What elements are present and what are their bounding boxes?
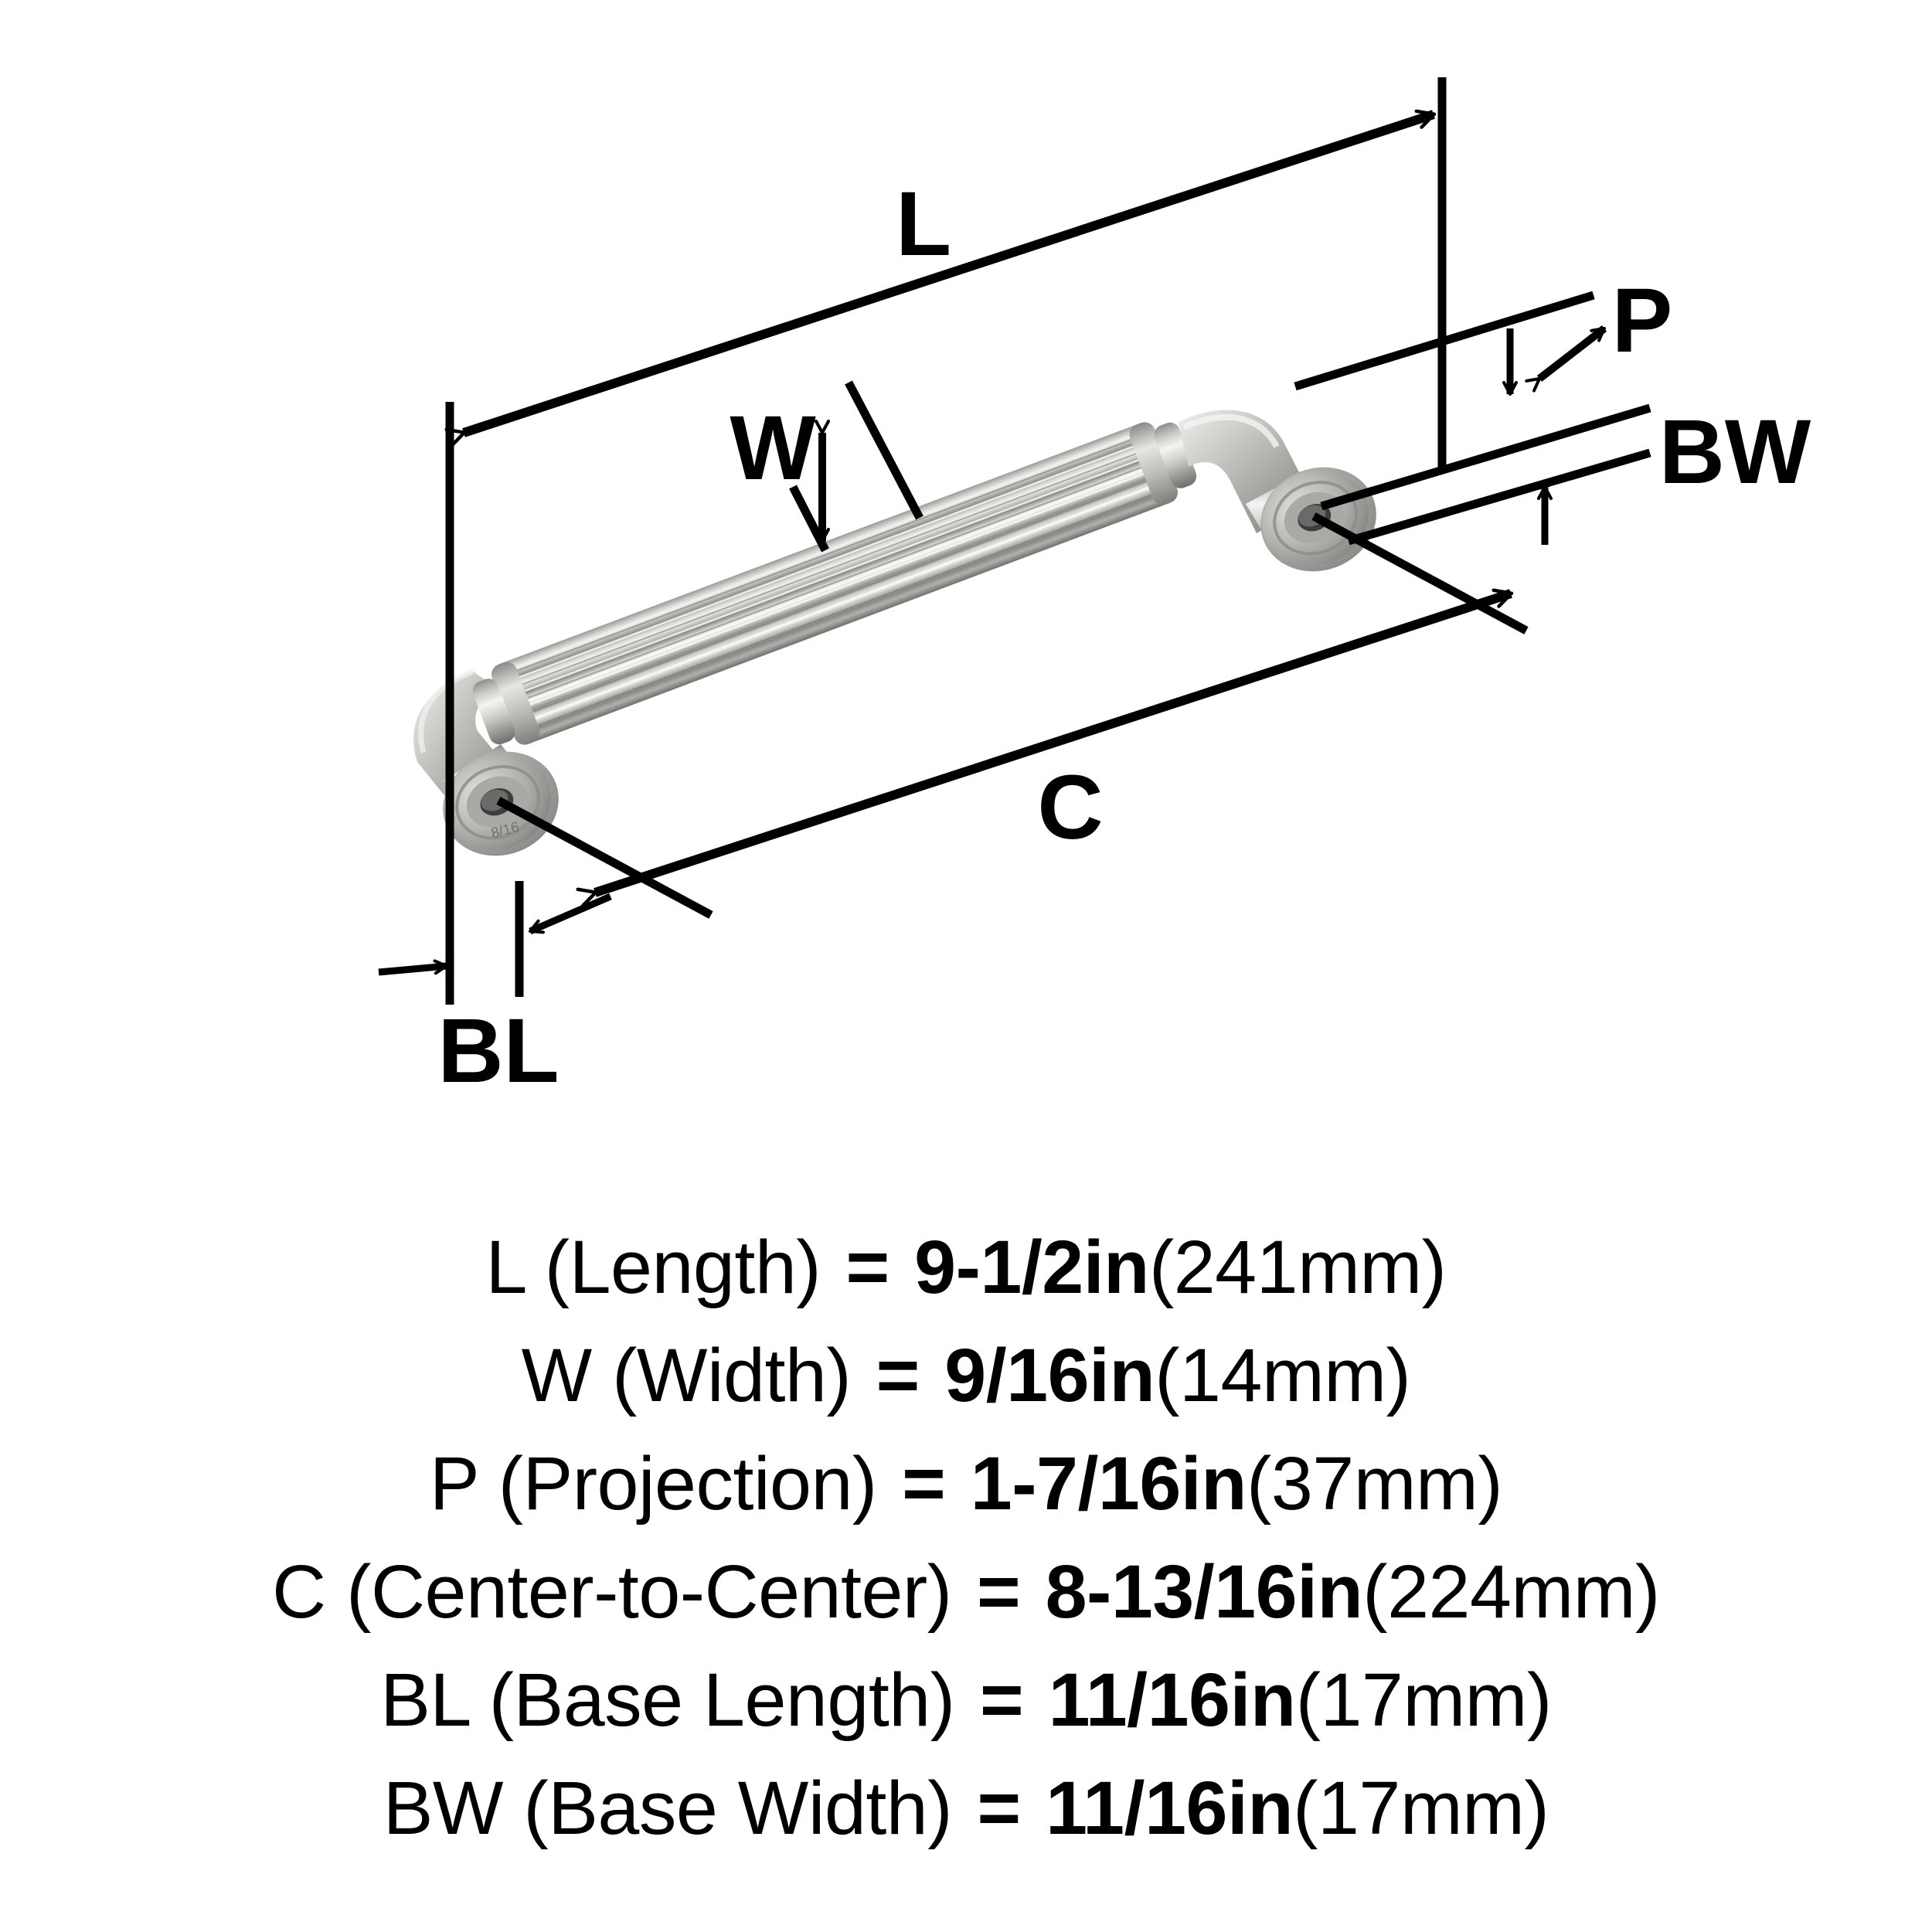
spec-label-length: L (Length) bbox=[485, 1225, 821, 1309]
spec-metric-base-width: (17mm) bbox=[1293, 1766, 1549, 1850]
spec-row-width: W (Width) = 9/16in(14mm) bbox=[0, 1321, 1932, 1430]
c-dimension-arrow bbox=[595, 594, 1511, 893]
spec-label-center-to-center: C (Center-to-Center) bbox=[272, 1549, 952, 1634]
spec-row-base-length: BL (Base Length) = 11/16in(17mm) bbox=[0, 1646, 1932, 1754]
spec-metric-base-length: (17mm) bbox=[1295, 1658, 1553, 1742]
c-right-leader-line bbox=[1311, 512, 1529, 634]
dimension-letter-group: L W P BW C BL bbox=[437, 173, 1811, 1102]
spec-imperial-projection: 1-7/16in bbox=[970, 1441, 1247, 1526]
spec-metric-projection: (37mm) bbox=[1247, 1441, 1503, 1526]
spec-equals-width: = bbox=[876, 1333, 920, 1417]
l-dimension-arrow bbox=[464, 114, 1434, 433]
spec-row-center-to-center: C (Center-to-Center) = 8-13/16in(224mm) bbox=[0, 1538, 1932, 1646]
dimension-lines bbox=[378, 77, 1651, 1005]
spec-imperial-center-to-center: 8-13/16in bbox=[1045, 1549, 1363, 1634]
diagram-svg: 8/16 bbox=[378, 77, 1811, 1102]
bl-right-tick-arrow bbox=[529, 893, 612, 935]
projection-dimension-letter: P bbox=[1612, 270, 1673, 372]
bl-left-tick-arrow bbox=[378, 959, 448, 976]
spec-label-base-width: BW (Base Width) bbox=[383, 1766, 953, 1850]
base-length-dimension-letter: BL bbox=[437, 1000, 559, 1102]
width-dimension-letter: W bbox=[730, 397, 816, 499]
w-right-extension-line bbox=[845, 380, 923, 520]
spec-label-base-length: BL (Base Length) bbox=[380, 1658, 955, 1742]
spec-label-projection: P (Projection) bbox=[429, 1441, 877, 1526]
product-dimension-diagram: 8/16 bbox=[378, 77, 1811, 1102]
spec-label-width: W (Width) bbox=[521, 1333, 852, 1417]
spec-row-projection: P (Projection) = 1-7/16in(37mm) bbox=[0, 1430, 1932, 1538]
spec-equals-base-width: = bbox=[977, 1766, 1021, 1850]
spec-metric-width: (14mm) bbox=[1155, 1333, 1411, 1417]
center-to-center-dimension-letter: C bbox=[1037, 757, 1103, 859]
spec-imperial-width: 9/16in bbox=[944, 1333, 1155, 1417]
bar-left-collar bbox=[491, 662, 540, 745]
base-width-dimension-letter: BW bbox=[1659, 401, 1811, 503]
spec-imperial-base-width: 11/16in bbox=[1046, 1766, 1294, 1850]
spec-equals-center-to-center: = bbox=[976, 1549, 1021, 1634]
spec-equals-base-length: = bbox=[979, 1658, 1024, 1742]
p-lower-extension-line bbox=[1320, 403, 1651, 511]
p-dimension-arrow bbox=[1525, 325, 1607, 393]
spec-imperial-base-length: 11/16in bbox=[1048, 1658, 1297, 1742]
spec-equals-length: = bbox=[845, 1225, 890, 1309]
spec-metric-center-to-center: (224mm) bbox=[1362, 1549, 1660, 1634]
spec-row-length: L (Length) = 9-1/2in(241mm) bbox=[0, 1213, 1932, 1321]
length-dimension-letter: L bbox=[896, 173, 951, 275]
specification-list: L (Length) = 9-1/2in(241mm) W (Width) = … bbox=[0, 1213, 1932, 1862]
bar-left-shank bbox=[472, 679, 515, 745]
spec-equals-projection: = bbox=[902, 1441, 946, 1526]
left-elbow-highlight bbox=[418, 668, 474, 753]
spec-row-base-width: BW (Base Width) = 11/16in(17mm) bbox=[0, 1754, 1932, 1862]
fluted-bar bbox=[472, 422, 1197, 745]
right-base-groove bbox=[1273, 481, 1359, 556]
spec-imperial-length: 9-1/2in bbox=[914, 1225, 1149, 1309]
spec-metric-length: (241mm) bbox=[1148, 1225, 1447, 1309]
bar-flute-lines bbox=[499, 432, 1169, 733]
p-upper-extension-line bbox=[1294, 291, 1595, 391]
bw-upper-extension-line bbox=[1347, 448, 1651, 546]
left-base-groove bbox=[455, 765, 541, 840]
w-dimension-group bbox=[789, 380, 923, 553]
